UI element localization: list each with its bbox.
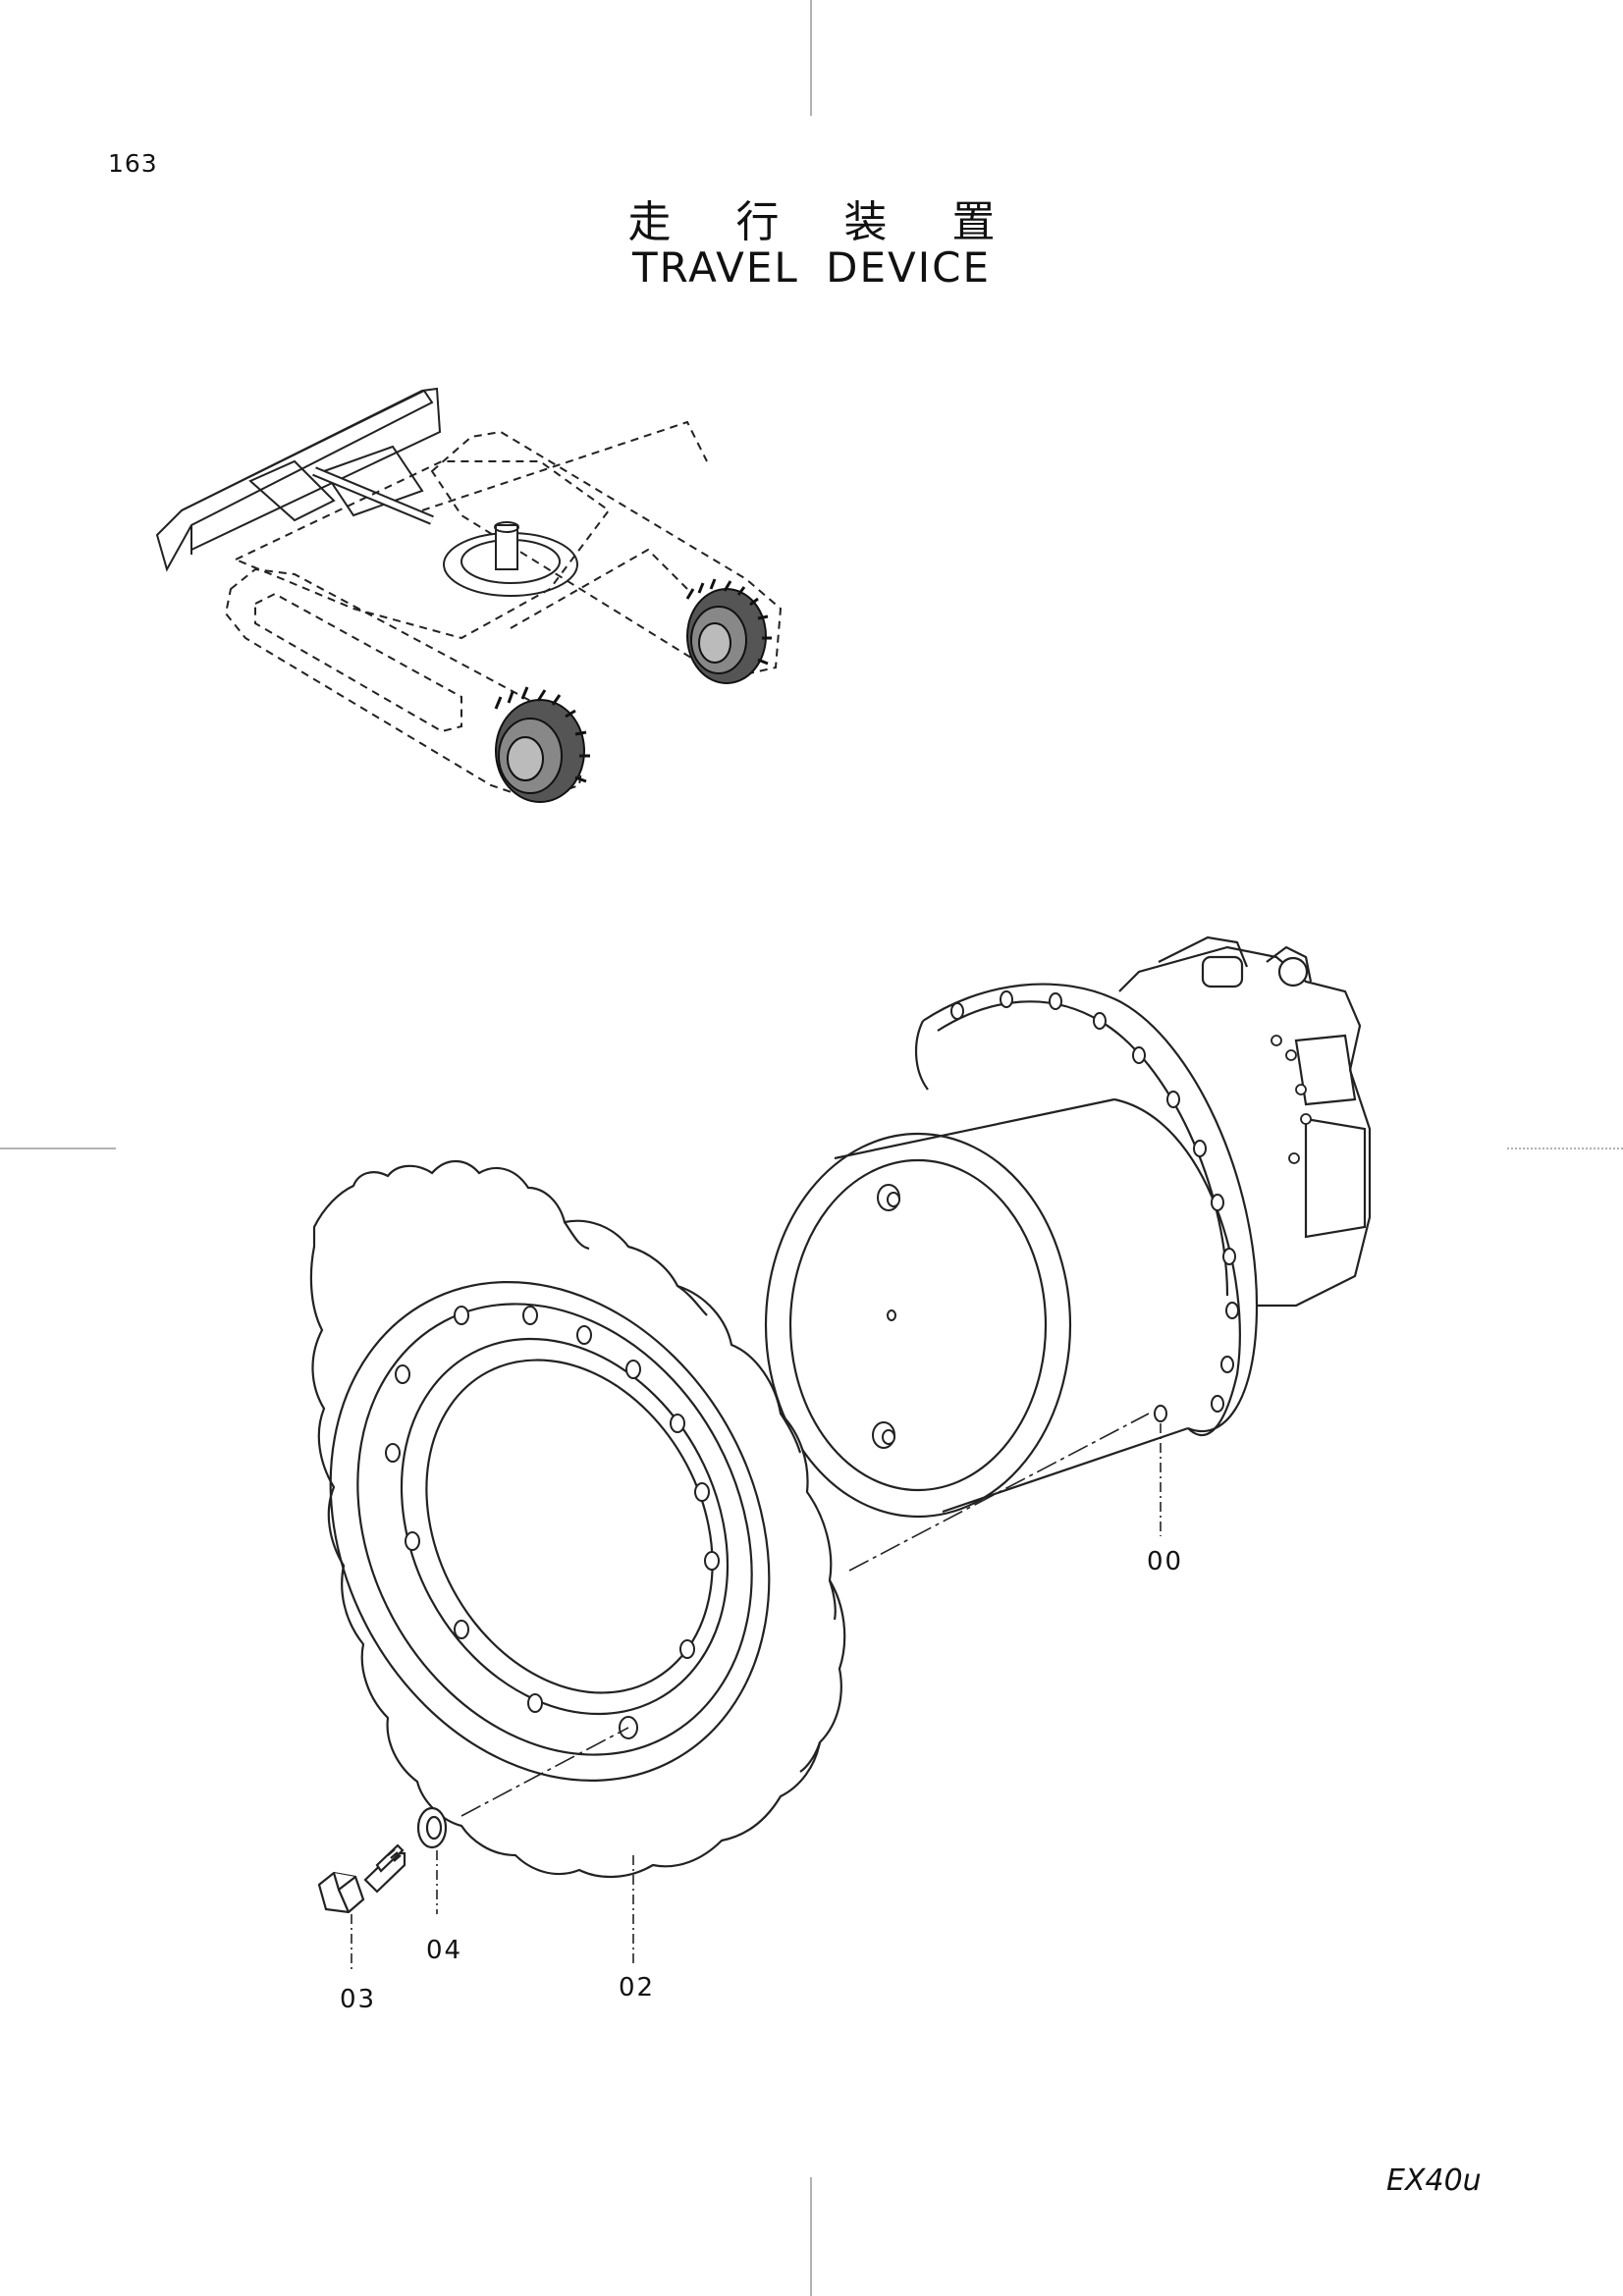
callout-00: 00 [1147,1547,1184,1576]
callout-02: 02 [619,1973,656,2002]
title-japanese: 走 行 装 置 [627,197,1021,247]
page-number: 163 [108,149,158,178]
callout-04: 04 [426,1936,463,1965]
assembly-lines [460,1413,1150,1817]
title-english: TRAVEL DEVICE [631,243,992,292]
travel-motor-assembly [764,935,1372,1519]
hex-bolt [317,1843,406,1914]
model-code: EX40u [1386,2163,1482,2198]
leader-lines [351,1423,1162,1973]
sprocket [309,1159,846,1878]
undercarriage-overview [155,387,783,803]
callout-03: 03 [340,1985,377,2014]
spring-washer [416,1806,448,1849]
